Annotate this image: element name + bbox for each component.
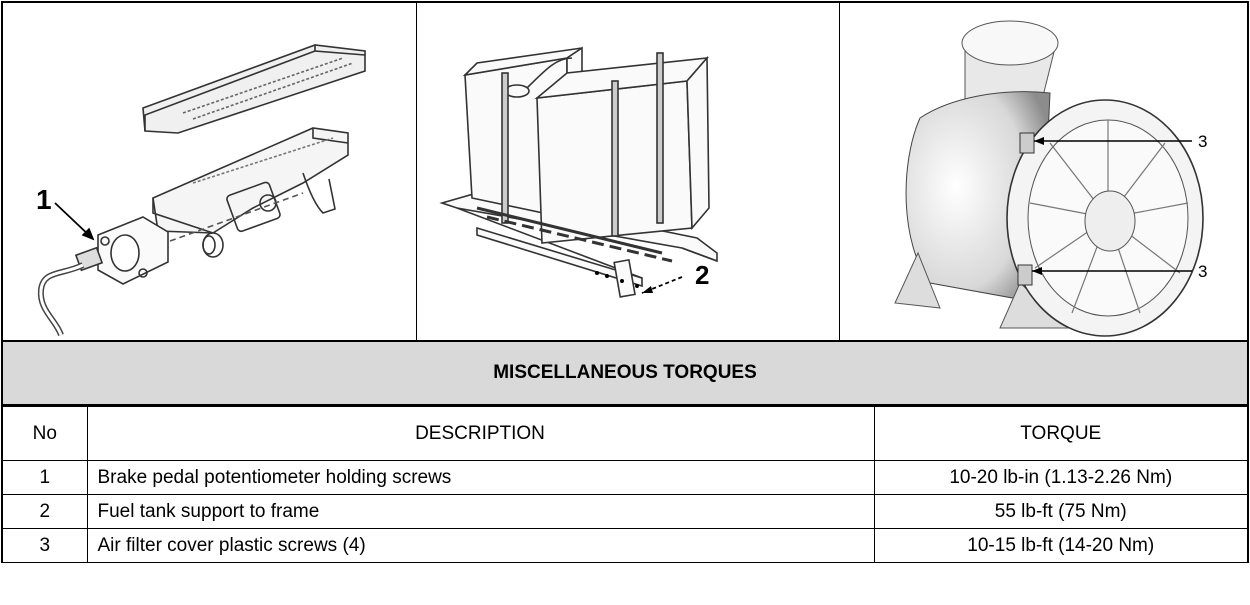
table-row: 2 Fuel tank support to frame 55 lb-ft (7… — [1, 494, 1249, 529]
table-title: MISCELLANEOUS TORQUES — [1, 340, 1249, 406]
table-row: 3 Air filter cover plastic screws (4) 10… — [1, 528, 1249, 563]
air-filter-illustration-cell: 3 3 — [840, 3, 1247, 342]
table-header-row: No DESCRIPTION TORQUE — [1, 406, 1249, 461]
row-torque: 10-15 lb-ft (14-20 Nm) — [873, 528, 1249, 563]
header-no: No — [1, 406, 88, 461]
row-description: Fuel tank support to frame — [86, 494, 875, 529]
row-no: 1 — [1, 460, 88, 495]
row-torque: 10-20 lb-in (1.13-2.26 Nm) — [873, 460, 1249, 495]
illustration-row: 1 — [1, 1, 1249, 342]
air-filter-illustration: 3 3 — [894, 20, 1207, 337]
brake-pedal-illustration: 1 — [36, 44, 366, 337]
callout-3-top: 3 — [1198, 132, 1207, 151]
brake-pedal-illustration-cell: 1 — [3, 3, 417, 342]
callout-1: 1 — [36, 184, 52, 215]
callout-3-bottom: 3 — [1198, 262, 1207, 281]
row-description: Air filter cover plastic screws (4) — [86, 528, 875, 563]
row-description: Brake pedal potentiometer holding screws — [86, 460, 875, 495]
table-row: 1 Brake pedal potentiometer holding scre… — [1, 460, 1249, 495]
callout-2: 2 — [695, 260, 709, 290]
row-no: 2 — [1, 494, 88, 529]
fuel-tank-illustration: 2 — [439, 46, 718, 298]
row-torque: 55 lb-ft (75 Nm) — [873, 494, 1249, 529]
torques-table: No DESCRIPTION TORQUE 1 Brake pedal pote… — [1, 406, 1249, 563]
header-description: DESCRIPTION — [86, 406, 875, 461]
header-torque: TORQUE — [873, 406, 1249, 461]
row-no: 3 — [1, 528, 88, 563]
fuel-tank-illustration-cell: 2 — [417, 3, 840, 342]
